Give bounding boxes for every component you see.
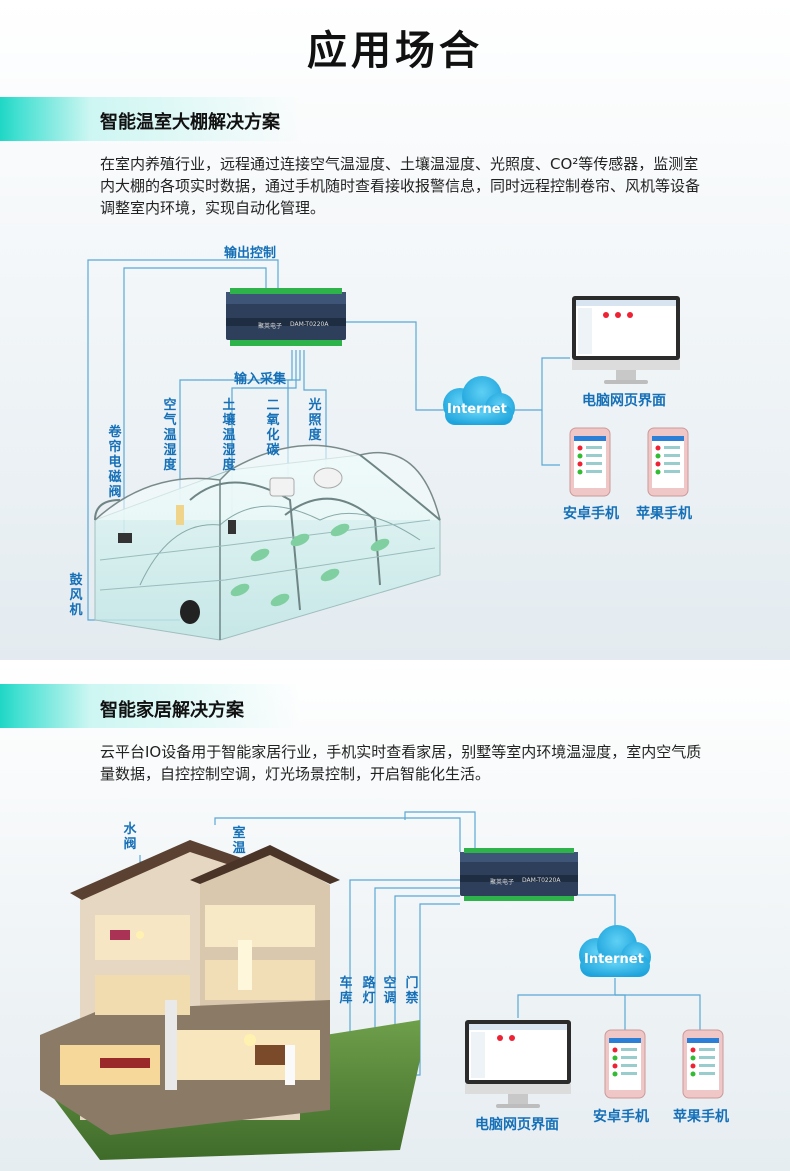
- label-street-light: 路灯: [362, 976, 376, 1006]
- io-controller-device: [226, 288, 346, 346]
- label-room-temp: 室温: [232, 826, 246, 856]
- greenhouse-description: 在室内养殖行业，远程通过连接空气温湿度、土壤温湿度、光照度、CO²等传感器，监测…: [100, 155, 701, 217]
- device-model: DAM-T0220A: [522, 877, 561, 884]
- iphone-label: 苹果手机: [636, 506, 692, 522]
- page-title: 应用场合: [307, 28, 483, 74]
- section-background-smarthome: [0, 660, 790, 1171]
- label-water-valve: 水阀: [123, 822, 137, 852]
- internet-cloud: [443, 376, 515, 425]
- android-label: 安卓手机: [593, 1109, 649, 1125]
- sensor-co2: 二氧化碳: [266, 398, 280, 458]
- device-model: DAM-T0220A: [290, 321, 329, 328]
- internet-label: Internet: [447, 402, 507, 417]
- section-accent-bar: [0, 97, 300, 141]
- smarthome-title: 智能家居解决方案: [100, 700, 244, 721]
- label-air-conditioner: 空调: [383, 976, 397, 1006]
- greenhouse-illustration: [94, 444, 441, 641]
- device-brand: 聚英电子: [258, 323, 283, 330]
- pc-monitor: [572, 296, 680, 384]
- sensor-light: 光照度: [308, 398, 322, 443]
- smarthome-description: 云平台IO设备用于智能家居行业，手机实时查看家居，别墅等室内环境温湿度，室内空气…: [100, 743, 702, 783]
- label-access-control: 门禁: [405, 976, 419, 1006]
- actuator-blower: 鼓风机: [69, 573, 83, 618]
- output-control-label: 输出控制: [224, 246, 277, 261]
- device-brand: 聚英电子: [490, 879, 515, 886]
- label-garage: 车库: [339, 976, 353, 1006]
- actuator-curtain-valve: 卷帘电磁阀: [108, 425, 122, 500]
- internet-label: Internet: [584, 952, 644, 967]
- section-accent-bar: [0, 684, 300, 728]
- greenhouse-title: 智能温室大棚解决方案: [100, 112, 280, 133]
- iphone: [647, 427, 689, 497]
- pc-label: 电脑网页界面: [475, 1117, 559, 1133]
- android-label: 安卓手机: [563, 506, 619, 522]
- greenhouse-diagram: [87, 259, 689, 641]
- android-phone: [569, 427, 611, 497]
- sensor-air-temp-humidity: 空气温湿度: [163, 398, 177, 473]
- sensor-soil-temp-humidity: 土壤温湿度: [222, 398, 236, 473]
- pc-label: 电脑网页界面: [582, 393, 666, 409]
- iphone-label: 苹果手机: [673, 1109, 729, 1125]
- input-collect-label: 输入采集: [234, 372, 287, 387]
